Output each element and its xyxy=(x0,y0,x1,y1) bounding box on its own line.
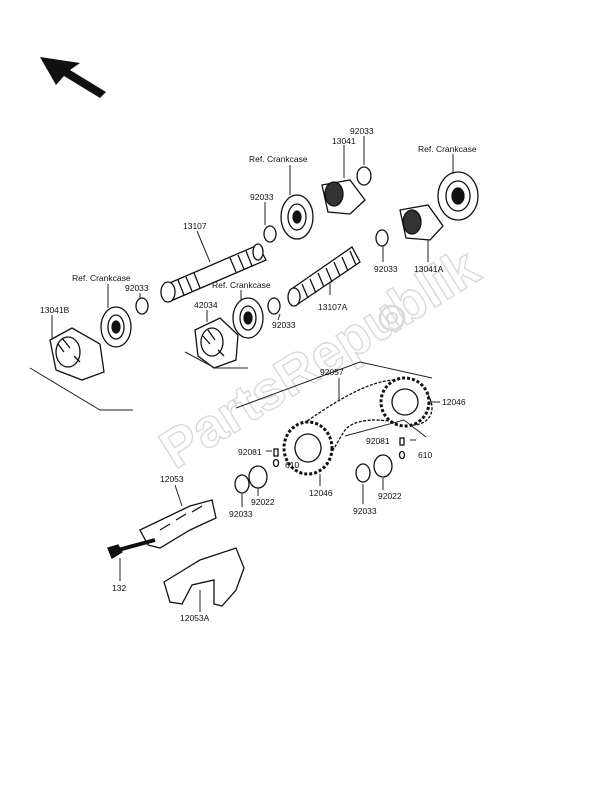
cam-chain-group xyxy=(234,361,433,494)
washer-92033-left xyxy=(135,297,149,315)
washer-92022-right xyxy=(373,454,393,478)
cam-damper-13041 xyxy=(321,179,366,215)
label-12046-mid: 12046 xyxy=(309,488,333,498)
ref-outline-mid xyxy=(184,351,248,369)
label-610-right: 610 xyxy=(418,450,432,460)
chain-ref-line-top xyxy=(235,361,433,409)
label-92022-right: 92022 xyxy=(378,491,402,501)
label-132: 132 xyxy=(112,583,126,593)
pin-92081-right xyxy=(399,437,405,446)
shaft-13107 xyxy=(160,243,267,303)
label-92057: 92057 xyxy=(320,367,344,377)
sprocket-12046-mid xyxy=(282,420,334,476)
upper-shaft-group xyxy=(263,166,479,307)
label-610-left: 610 xyxy=(285,460,299,470)
label-ref-crankcase-top-right: Ref. Crankcase xyxy=(418,144,477,154)
label-12046-right: 12046 xyxy=(442,397,466,407)
pin-92081-left xyxy=(273,448,279,457)
bearing-left xyxy=(100,306,132,348)
label-13041a: 13041A xyxy=(414,264,444,274)
label-13041b: 13041B xyxy=(40,305,70,315)
gear-watermark-icon xyxy=(378,304,406,332)
part-labels: 13041 92033 Ref. Crankcase Ref. Crankcas… xyxy=(40,126,477,623)
label-13041: 13041 xyxy=(332,136,356,146)
label-92022-left: 92022 xyxy=(251,497,275,507)
bearing-top-left xyxy=(280,194,314,240)
chain-guide-12053a xyxy=(163,547,245,607)
washer-92033-top xyxy=(356,166,372,186)
label-42034: 42034 xyxy=(194,300,218,310)
label-92033-right: 92033 xyxy=(374,264,398,274)
washer-92033-upper xyxy=(263,225,277,243)
lower-shaft-group xyxy=(29,243,281,411)
label-ref-crankcase-top-left: Ref. Crankcase xyxy=(249,154,308,164)
dowel-610-left xyxy=(272,458,280,468)
washer-92033-mid xyxy=(267,297,281,315)
label-92033-upper: 92033 xyxy=(250,192,274,202)
coupling-13041b xyxy=(49,327,105,381)
bolt-132 xyxy=(107,538,156,559)
bearing-right xyxy=(437,171,479,221)
label-92033-bl: 92033 xyxy=(229,509,253,519)
label-12053: 12053 xyxy=(160,474,184,484)
label-92033-top: 92033 xyxy=(350,126,374,136)
washer-92033-bl xyxy=(234,474,250,494)
label-92033-br: 92033 xyxy=(353,506,377,516)
label-13107a: 13107A xyxy=(318,302,348,312)
label-92033-left: 92033 xyxy=(125,283,149,293)
front-direction-arrow-icon xyxy=(40,57,106,98)
label-92081-right: 92081 xyxy=(366,436,390,446)
label-ref-crankcase-left: Ref. Crankcase xyxy=(72,273,131,283)
washer-92022-left xyxy=(248,465,268,489)
washer-92033-right xyxy=(375,229,389,247)
washer-92033-br xyxy=(355,463,371,483)
dowel-610-right xyxy=(398,450,406,460)
label-92033-mid: 92033 xyxy=(272,320,296,330)
label-13107: 13107 xyxy=(183,221,207,231)
coupling-42034 xyxy=(194,317,239,369)
label-ref-crankcase-mid: Ref. Crankcase xyxy=(212,280,271,290)
label-92081-left: 92081 xyxy=(238,447,262,457)
leader-lines xyxy=(51,136,454,612)
cam-damper-13041a xyxy=(399,204,444,241)
sprocket-12046-right xyxy=(379,376,431,428)
bearing-mid xyxy=(232,297,264,339)
chain-guide-12053 xyxy=(139,499,217,549)
shaft-13107a xyxy=(287,246,361,307)
label-12053a: 12053A xyxy=(180,613,210,623)
chain-ref-line-bottom xyxy=(344,419,427,438)
ref-outline-left xyxy=(29,367,133,411)
